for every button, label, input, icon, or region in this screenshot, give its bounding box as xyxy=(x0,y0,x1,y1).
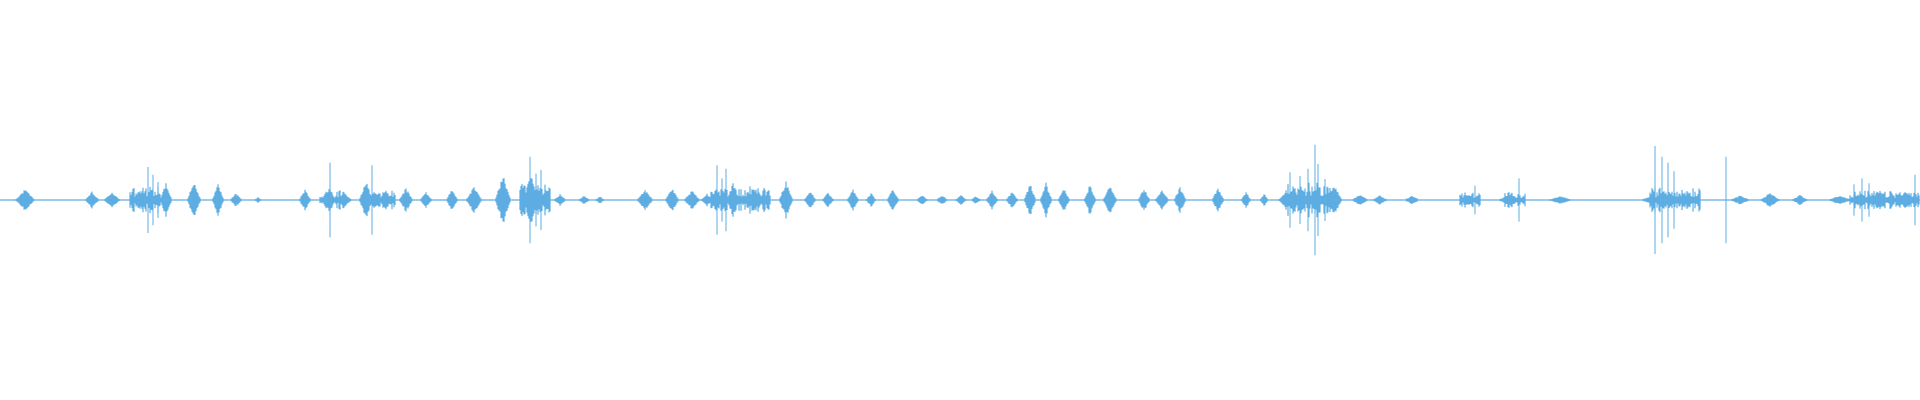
waveform-segment xyxy=(719,181,960,219)
waveform-segment xyxy=(959,182,1200,218)
waveform-segment xyxy=(0,183,240,217)
waveform-segment xyxy=(1679,188,1920,212)
waveform-segment xyxy=(1199,182,1440,218)
waveform-segment xyxy=(1439,187,1680,213)
waveform-segment xyxy=(479,178,720,222)
waveform-segment xyxy=(239,183,480,217)
